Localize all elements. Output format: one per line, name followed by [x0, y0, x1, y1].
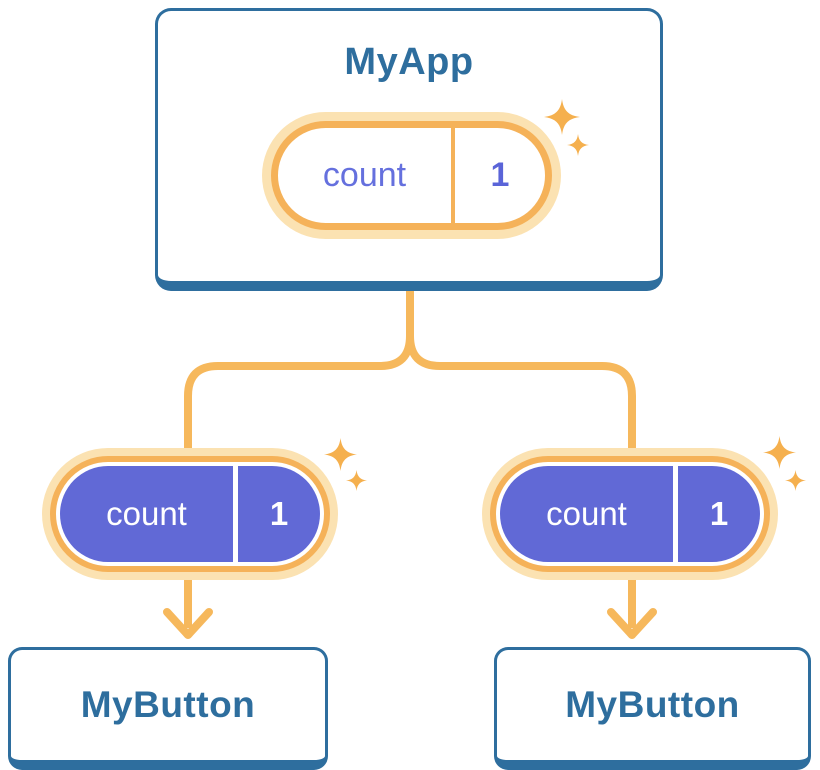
child-prop-pill-left-ring: count 1: [50, 456, 330, 572]
prop-name-label: count: [546, 495, 627, 532]
child-prop-pill-right: count 1: [482, 448, 778, 580]
sparkle-icon: [346, 470, 367, 491]
prop-value-label: 1: [269, 495, 289, 532]
child-prop-pill-right-body: count 1: [500, 466, 760, 562]
right-arrow-head: [607, 608, 657, 639]
state-value-label: 1: [490, 156, 510, 194]
sparkle-icon: [324, 438, 357, 471]
child-component-card-right: MyButton: [494, 647, 811, 770]
pill-divider: [673, 466, 678, 562]
tree-branch-left: [184, 289, 414, 470]
sparkle-icon: [544, 99, 580, 135]
child-component-title: MyButton: [565, 684, 740, 725]
tree-branch-right: [406, 289, 636, 470]
pill-divider: [233, 466, 238, 562]
left-arrow-head: [163, 608, 213, 639]
child-component-title: MyButton: [80, 684, 256, 725]
child-prop-pill-left: count 1: [42, 448, 338, 580]
prop-value-label: 1: [709, 495, 729, 532]
child-prop-pill-right-ring: count 1: [490, 456, 770, 572]
root-component-title: MyApp: [344, 41, 474, 83]
child-component-card-left: MyButton: [8, 647, 328, 770]
sparkle-icon: [567, 134, 589, 156]
sparkle-icon: [785, 470, 806, 491]
child-prop-pill-left-body: count 1: [60, 466, 320, 562]
root-state-pill-ring: count 1: [271, 121, 552, 230]
root-state-pill: count 1: [262, 112, 561, 239]
sparkle-icon: [763, 436, 796, 469]
pill-divider: [451, 128, 455, 223]
prop-name-label: count: [106, 495, 187, 532]
state-name-label: count: [322, 156, 407, 194]
